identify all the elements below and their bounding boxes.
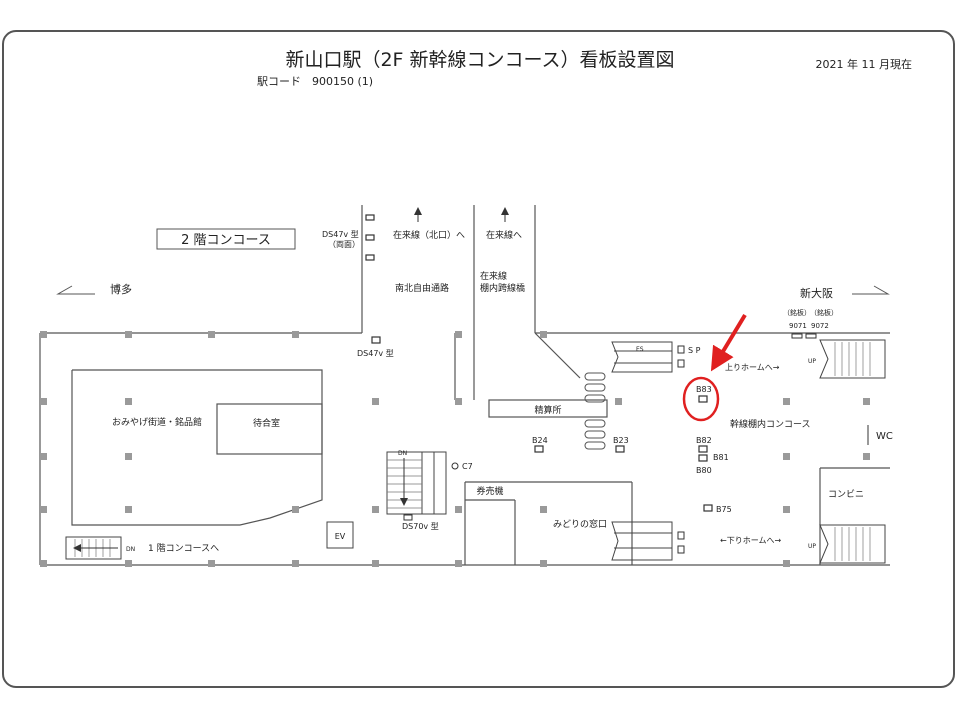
station-code: 駅コード 900150 (1) [257, 75, 373, 88]
highlight-arrow [710, 313, 747, 372]
label-es: ES [636, 346, 644, 353]
label-souvenir-street: おみやげ街道・銘品館 [112, 416, 202, 428]
label-sp: S P [688, 346, 701, 355]
label-up-platform: 上りホームへ→ [725, 363, 780, 372]
stairs-right [819, 339, 886, 564]
label-ticket-machine: 券売機 [476, 485, 503, 497]
label-fare-adjustment: 精算所 [534, 404, 561, 416]
sign-ds47v-top: DS47v 型 [322, 230, 359, 239]
sign-b81: B81 [713, 453, 729, 462]
sign-b24: B24 [532, 436, 548, 445]
label-dn-left: DN [126, 546, 135, 553]
label-convenience-store: コンビニ [828, 489, 864, 500]
label-2f-concourse: 2 階コンコース [181, 233, 271, 248]
page-title: 新山口駅（2F 新幹線コンコース）看板設置図 [285, 49, 674, 71]
ticket-gates [584, 372, 606, 450]
label-zairai-bridge-2: 棚内跨線橋 [480, 282, 525, 294]
sign-meiban-1: （銘板） [783, 308, 811, 317]
label-north-south-passage: 南北自由通路 [395, 282, 449, 294]
pillars [40, 331, 870, 567]
sign-b75: B75 [716, 505, 732, 514]
sign-ds47v-mid: DS47v 型 [357, 349, 394, 358]
sign-meiban-2: （銘板） [810, 308, 838, 317]
sign-ds47v-top-sub: （両面） [328, 240, 360, 249]
sign-b80: B80 [696, 466, 712, 475]
sign-b23: B23 [613, 436, 629, 445]
survey-date: 2021 年 11 月現在 [816, 57, 912, 71]
sign-9071: 9071 [789, 322, 807, 330]
label-to-1f-concourse: 1 階コンコースへ [148, 543, 219, 554]
label-up-right-top: UP [808, 358, 816, 365]
label-to-zairai: 在来線へ [486, 229, 522, 241]
label-shinkansen-concourse: 幹線棚内コンコース [730, 418, 811, 430]
highlight-circle [682, 376, 720, 422]
label-to-zairai-north: 在来線（北口）へ [393, 229, 465, 241]
label-midori-window: みどりの窓口 [553, 518, 607, 530]
label-hakata: 博多 [110, 282, 132, 296]
sign-b83: B83 [696, 385, 712, 394]
label-dn-central: DN [398, 450, 407, 457]
sign-9072: 9072 [811, 322, 829, 330]
label-shin-osaka: 新大阪 [800, 286, 833, 300]
label-waiting-room: 待合室 [253, 417, 280, 429]
sign-ds70v: DS70v 型 [402, 522, 439, 531]
escalators-up [611, 341, 673, 561]
label-up-right-bottom: UP [808, 543, 816, 550]
central-stairs [386, 451, 447, 515]
label-ev: EV [335, 532, 346, 541]
walls [39, 205, 890, 566]
label-wc: WC [876, 431, 893, 442]
sign-c7: C7 [462, 462, 473, 471]
sign-b82: B82 [696, 436, 712, 445]
label-down-platform: ←下りホームへ→ [720, 536, 781, 545]
drawing-frame [2, 30, 955, 688]
label-zairai-bridge-1: 在来線 [480, 270, 507, 282]
